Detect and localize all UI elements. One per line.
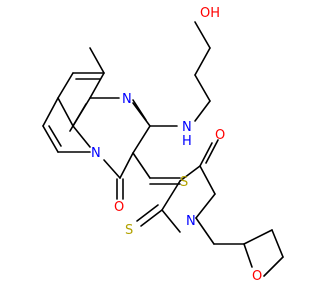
bond-lines <box>42 21 284 277</box>
pyrimidine-nitrogen-label: N <box>122 92 132 107</box>
pyridone-oxygen-label: O <box>114 200 124 215</box>
thf-oxygen-label: O <box>252 269 262 284</box>
atom-labels: OH N H N N O O S N S O <box>91 6 262 284</box>
pyridine-nitrogen-label: N <box>91 146 101 161</box>
amine-hydrogen-label: H <box>182 134 192 149</box>
thione-sulfur-label: S <box>125 223 133 238</box>
hydroxyl-label: OH <box>200 6 220 21</box>
molecule-structure: OH N H N N O O S N S O <box>42 6 284 284</box>
ring-sulfur-label: S <box>180 175 188 190</box>
structure-canvas: OH N H N N O O S N S O <box>42 6 284 284</box>
amine-nitrogen-label: N <box>182 120 192 135</box>
ring-nitrogen-label: N <box>186 214 196 229</box>
ring-oxygen-label: O <box>215 128 225 143</box>
